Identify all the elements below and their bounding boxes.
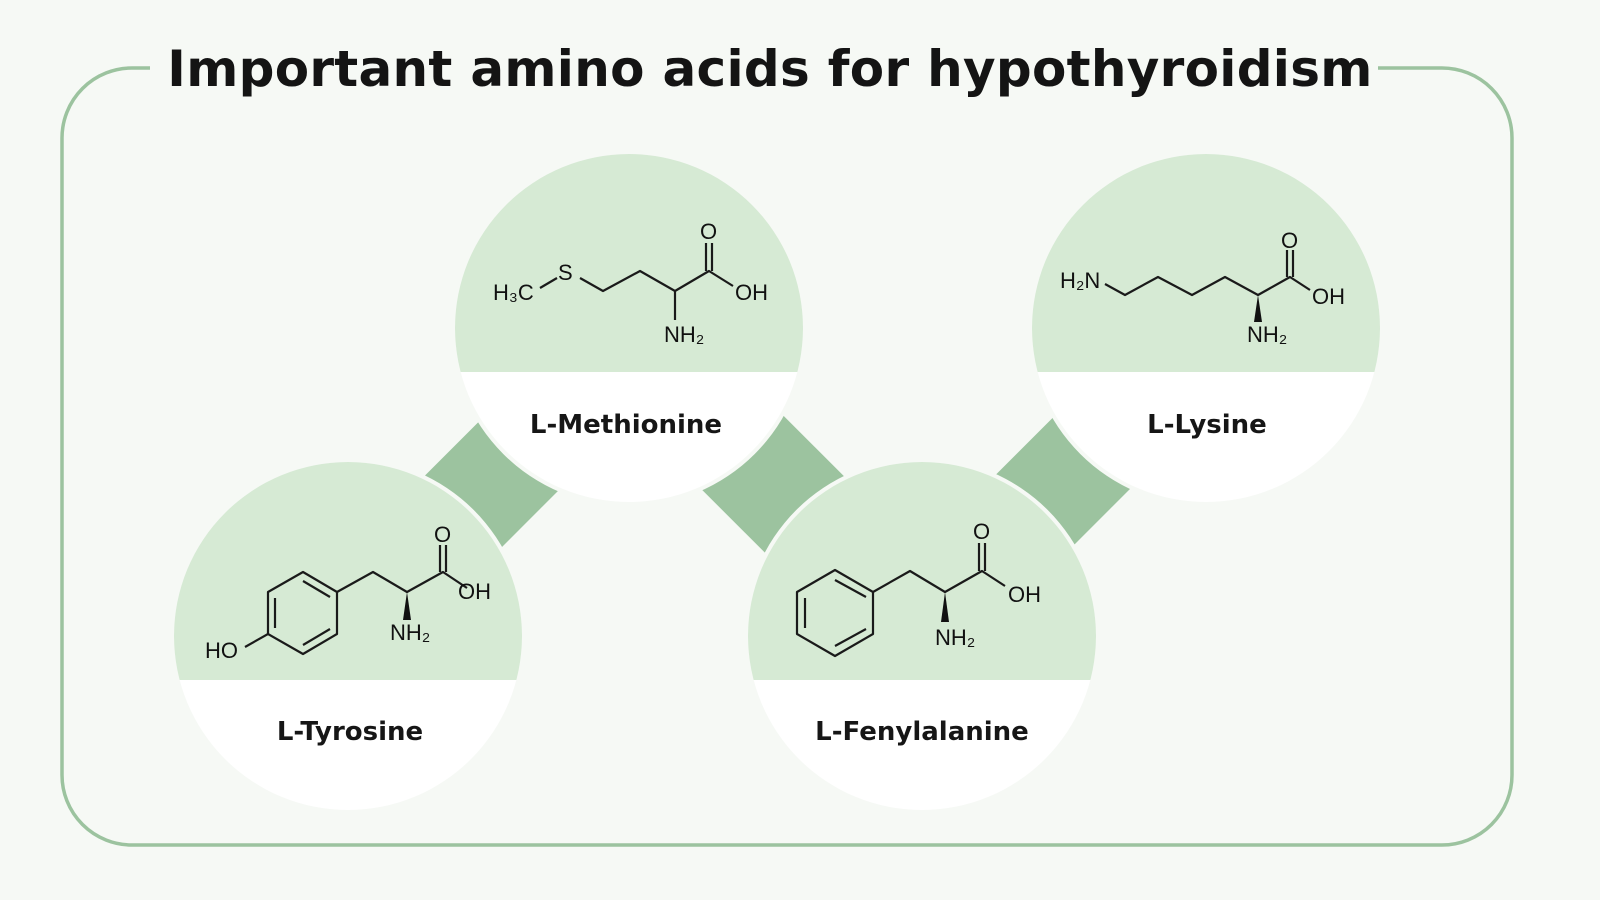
atom-label: O bbox=[1281, 228, 1298, 253]
atom-label: OH bbox=[735, 280, 768, 305]
amino-acid-name-lysine: L-Lysine bbox=[1147, 410, 1267, 440]
atom-label: OH bbox=[1312, 284, 1345, 309]
amino-acid-name-tyrosine: L-Tyrosine bbox=[277, 717, 423, 747]
methionine-structure: H₃C S O OH NH₂ bbox=[493, 219, 768, 347]
card-lysine bbox=[1028, 150, 1384, 506]
frame-border bbox=[60, 66, 1514, 847]
lysine-structure: H₂N O OH NH₂ bbox=[1060, 228, 1345, 347]
atom-label: O bbox=[973, 519, 990, 544]
atom-label: HO bbox=[205, 638, 238, 663]
atom-label: NH₂ bbox=[1247, 322, 1287, 347]
tyrosine-structure: HO O OH NH₂ bbox=[205, 522, 491, 663]
atom-label: O bbox=[700, 219, 717, 244]
amino-acid-name-fenylalanine: L-Fenylalanine bbox=[815, 717, 1029, 747]
atom-label: NH₂ bbox=[390, 620, 430, 645]
atom-label: OH bbox=[458, 579, 491, 604]
atom-label: NH₂ bbox=[935, 625, 975, 650]
atom-label: H₂N bbox=[1060, 268, 1100, 293]
atom-label: H₃C bbox=[493, 280, 534, 305]
atom-label: S bbox=[558, 260, 573, 285]
card-methionine bbox=[451, 150, 807, 506]
fenylalanine-structure: O OH NH₂ bbox=[795, 519, 1041, 658]
atom-label: O bbox=[434, 522, 451, 547]
card-tyrosine bbox=[170, 458, 526, 814]
atom-label: NH₂ bbox=[664, 322, 704, 347]
atom-label: OH bbox=[1008, 582, 1041, 607]
card-fenylalanine bbox=[744, 458, 1100, 814]
amino-acid-name-methionine: L-Methionine bbox=[530, 410, 722, 440]
page-title: Important amino acids for hypothyroidism bbox=[167, 40, 1373, 98]
